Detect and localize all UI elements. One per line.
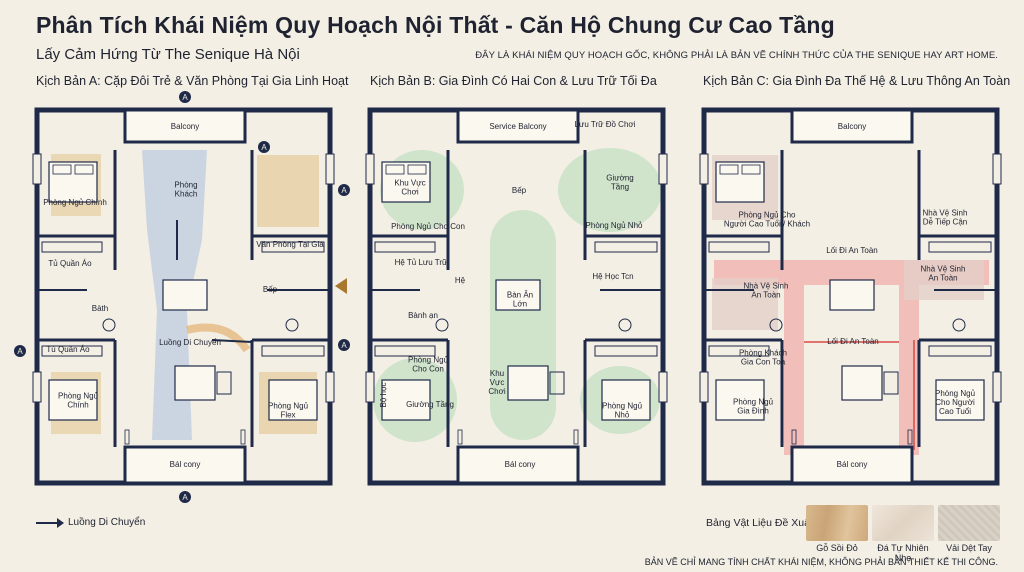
wc-zone [904,260,984,300]
marker-a: A [182,93,188,102]
material-swatch-oak [806,505,868,541]
material-label: Gỗ Sồi Đỏ [816,543,858,553]
label-office: Văn Phòng Tại Gia [256,240,324,249]
label-storage: Hệ Tủ Lưu Trữ [395,258,448,267]
scenario-b-title: Kịch Bản B: Gia Đình Có Hai Con & Lưu Tr… [370,74,657,88]
label-desk: Bộ học [379,383,388,408]
disclaimer-note: ĐÂY LÀ KHÁI NIỆM QUY HOẠCH GỐC, KHÔNG PH… [475,50,998,61]
legend-flow-label: Luồng Di Chuyển [68,517,146,528]
marker-a: A [341,186,347,195]
marker-a: A [17,347,23,356]
material-label: Đá Tự Nhiên Nhẹ [877,543,929,563]
label-balcony: Bál cony [837,460,868,469]
plan-c [700,110,1001,483]
dining-zone [490,210,556,440]
label-wardrobe: Tủ Quần Áo [46,345,90,354]
label-study: Hệ Học Tcn [592,272,633,281]
wc-zone [712,278,778,330]
label-balcony: Balcony [838,122,866,131]
label-wardrobe: Tủ Quần Áo [48,259,92,268]
label-balcony: Bál cony [170,460,201,469]
label-bath: Bàth [92,304,108,313]
plan-a [33,110,347,483]
label-safe-path: Lối Đi An Toàn [827,337,878,346]
label-small-room: Phòng Ngủ Nhỏ [586,221,643,230]
marker-a: A [341,341,347,350]
label-balcony: Balcony [171,122,199,131]
entry-arrow [335,278,347,294]
legend: Luồng Di Chuyển [36,517,145,528]
label-balcony: Bál cony [505,460,536,469]
scenario-c-title: Kịch Bản C: Gia Đình Đa Thế Hệ & Lưu Thô… [703,74,1011,88]
plan-b [366,110,667,483]
arrow-icon [36,517,64,528]
label-kitchen: Bếp [512,186,527,195]
marker-a: A [182,493,188,502]
scenario-a-title: Kịch Bản A: Cặp Đôi Trẻ & Văn Phòng Tại … [36,74,349,88]
label-kids-room: Phòng Ngủ Cho Con [391,222,465,231]
label-kitchen: Bếp [263,285,278,294]
label-balcony: Service Balcony [489,122,546,131]
label-safe-path: Lối Đi An Toàn [826,246,877,255]
label-flow: Luồng Di Chuyển [159,338,221,347]
material-swatch-fabric [938,505,1000,541]
material-swatch-stone [872,505,934,541]
label-he: Hệ [455,276,466,285]
page-title: Phân Tích Khái Niệm Quy Hoạch Nội Thất -… [36,12,835,38]
flow-arrow [211,339,253,343]
label-bunk: Giường Tầng [406,400,454,409]
label-master-bed: Phòng Ngủ Chính [43,198,107,207]
material-label: Vải Dệt Tay [946,543,992,553]
office-zone [257,155,319,227]
label-bath: Bành ạn [408,311,438,320]
materials-title: Bảng Vật Liệu Đề Xuất [706,517,813,529]
flow-curve [186,323,251,353]
footer-note: BẢN VẼ CHỈ MANG TÍNH CHẤT KHÁI NIỆM, KHÔ… [644,557,998,567]
marker-a: A [261,143,267,152]
label-toy-storage: Lưu Trữ Đồ Chơi [575,120,636,129]
page-subtitle: Lấy Cảm Hứng Từ The Senique Hà Nội [36,46,300,63]
